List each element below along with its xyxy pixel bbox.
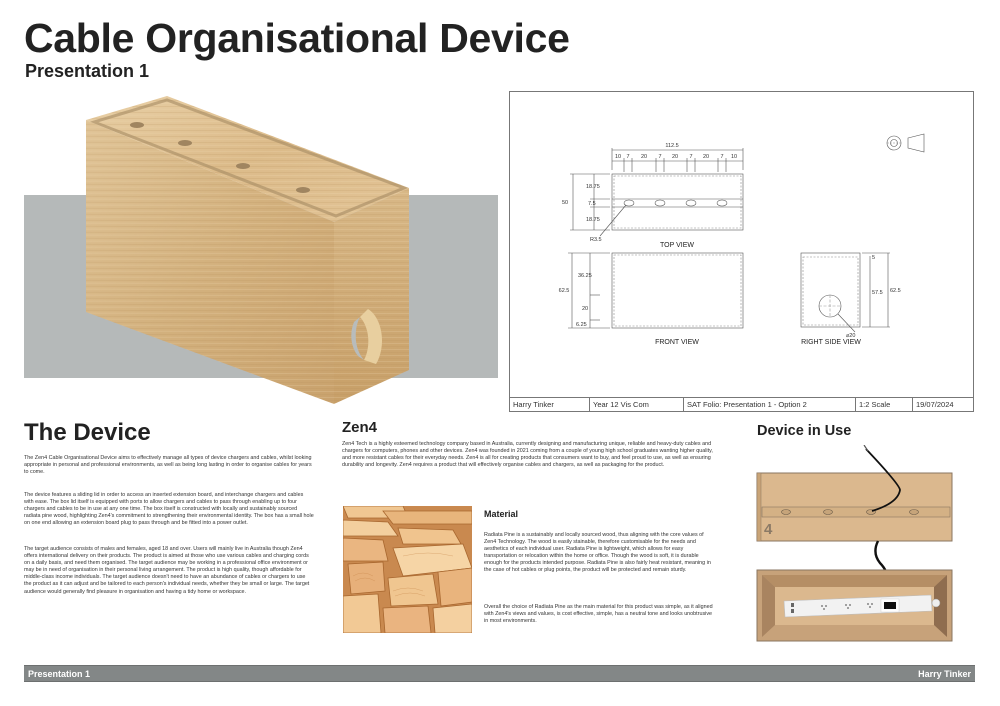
svg-text:⌀20: ⌀20 [846, 333, 855, 339]
svg-text:7.5: 7.5 [588, 201, 596, 207]
page-title: Cable Organisational Device [24, 15, 570, 61]
svg-text:20: 20 [641, 154, 647, 160]
footer-presentation-label: Presentation 1 [28, 668, 91, 679]
title-block-date: 19/07/2024 [916, 400, 954, 409]
svg-text:20: 20 [582, 306, 588, 312]
svg-text:R3.5: R3.5 [590, 237, 602, 243]
svg-text:5: 5 [872, 255, 875, 261]
svg-text:50: 50 [562, 200, 568, 206]
device-paragraph: The Zen4 Cable Organisational Device aim… [24, 455, 312, 476]
orthographic-views: 112.5 10 7 20 7 20 7 20 7 10 50 18.75 7.… [559, 133, 925, 346]
title-block-scale: 1:2 Scale [856, 398, 913, 411]
svg-text:57.5: 57.5 [872, 290, 883, 296]
title-block-course: Year 12 Vis Com [590, 398, 684, 411]
device-heading: The Device [24, 419, 151, 446]
zen4-paragraph: Zen4 Tech is a highly esteemed technolog… [342, 441, 713, 469]
svg-text:10: 10 [731, 154, 737, 160]
svg-text:7: 7 [689, 154, 692, 160]
material-heading: Material [484, 509, 519, 519]
title-block-project: SAT Folio: Presentation 1 - Option 2 [684, 398, 856, 411]
svg-text:10: 10 [615, 154, 621, 160]
svg-text:62.5: 62.5 [890, 288, 901, 294]
svg-text:20: 20 [703, 154, 709, 160]
material-paragraph: Overall the choice of Radiata Pine as th… [484, 604, 713, 625]
svg-text:4: 4 [764, 521, 773, 538]
drawing-title-block: Harry Tinker Year 12 Vis Com SAT Folio: … [510, 397, 973, 411]
timber-stack-icon [343, 506, 472, 633]
title-block-author: Harry Tinker [510, 398, 590, 411]
svg-text:62.5: 62.5 [559, 288, 570, 294]
svg-text:RIGHT SIDE VIEW: RIGHT SIDE VIEW [801, 339, 861, 346]
material-paragraph: Radiata Pine is a sustainably and locall… [484, 532, 711, 574]
pine-timber-photo [343, 506, 472, 633]
svg-text:20: 20 [672, 154, 678, 160]
lid-and-box-illustration: 4 [756, 444, 953, 642]
svg-text:7: 7 [658, 154, 661, 160]
footer-bar: Presentation 1 Harry Tinker [24, 665, 975, 682]
svg-text:6.25: 6.25 [576, 322, 587, 328]
svg-text:7: 7 [626, 154, 629, 160]
page-subtitle: Presentation 1 [25, 61, 150, 81]
footer-author-name: Harry Tinker [918, 668, 971, 679]
device-paragraph: The device features a sliding lid in ord… [24, 492, 314, 527]
device-in-use-heading: Device in Use [757, 423, 852, 439]
device-in-use-illustration: 4 [750, 444, 975, 650]
svg-text:18.75: 18.75 [586, 217, 600, 223]
svg-text:7: 7 [720, 154, 723, 160]
svg-text:TOP VIEW: TOP VIEW [660, 242, 694, 249]
orthographic-drawing: 112.5 10 7 20 7 20 7 20 7 10 50 18.75 7.… [509, 91, 974, 412]
device-paragraph: The target audience consists of males an… [24, 546, 310, 595]
svg-text:112.5: 112.5 [665, 143, 678, 149]
svg-text:FRONT VIEW: FRONT VIEW [655, 339, 699, 346]
wooden-box-render-icon [24, 96, 498, 404]
svg-text:18.75: 18.75 [586, 184, 600, 190]
zen4-heading: Zen4 [342, 419, 378, 436]
hero-render-image [24, 92, 498, 410]
svg-text:36.25: 36.25 [578, 273, 592, 279]
